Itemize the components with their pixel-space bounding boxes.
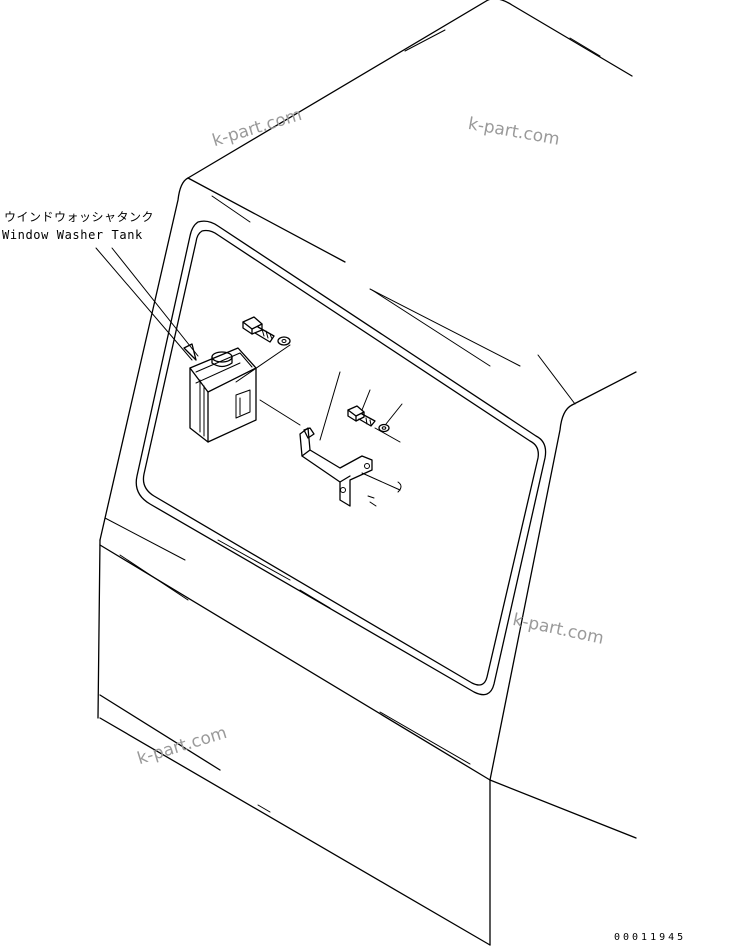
callout-leaders [95, 247, 199, 361]
washer-tank [189, 347, 257, 443]
drawing-number: 00011945 [614, 932, 687, 943]
callout-label-english: Window Washer Tank [2, 228, 143, 242]
cab-body [97, 177, 637, 946]
window-frame [135, 220, 547, 696]
bracket-bolt [347, 389, 403, 507]
cab-roof [187, 0, 633, 367]
callout-label-japanese: ウインドウォッシャタンク [4, 210, 155, 224]
mounting-bracket [299, 371, 402, 507]
tank-bolt [235, 316, 301, 426]
